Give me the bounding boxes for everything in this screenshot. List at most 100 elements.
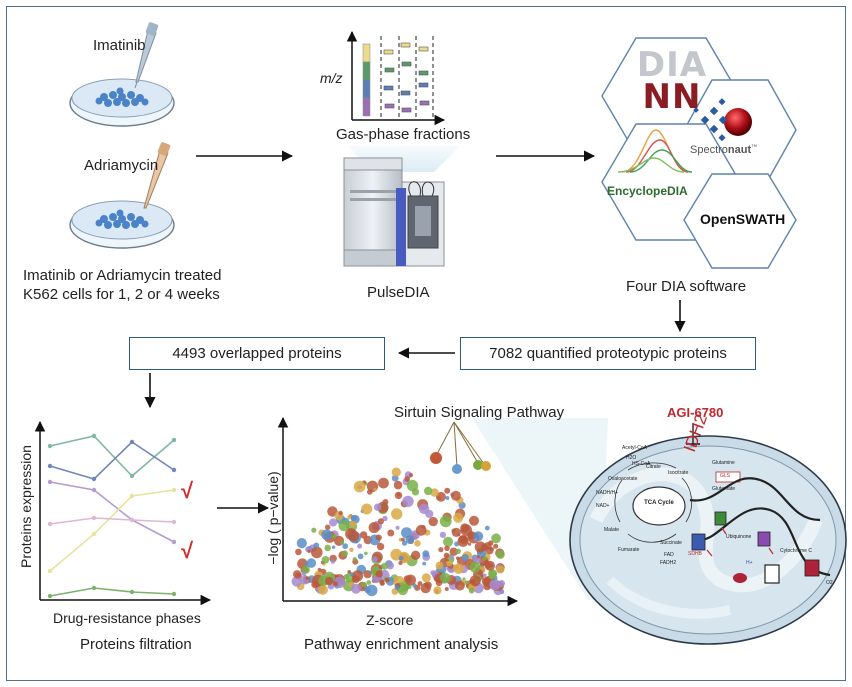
scatter-point bbox=[461, 554, 469, 562]
quantified-proteins-box: 7082 quantified proteotypic proteins bbox=[460, 337, 756, 370]
scatter-point bbox=[404, 476, 410, 482]
filtration-line-3 bbox=[49, 481, 175, 543]
filtration-caption: Proteins filtration bbox=[80, 636, 192, 653]
scatter-point bbox=[425, 509, 434, 518]
citrate-label: Citrate bbox=[646, 464, 661, 470]
scatter-point bbox=[405, 535, 415, 544]
scatter-point bbox=[453, 512, 464, 523]
scatter-point bbox=[496, 565, 505, 574]
filtration-point bbox=[91, 487, 97, 493]
enrichment-chart bbox=[277, 416, 519, 607]
filtration-point bbox=[91, 476, 97, 482]
filtration-line-2 bbox=[49, 440, 175, 480]
treatment-caption-line2: K562 cells for 1, 2 or 4 weeks bbox=[23, 286, 220, 303]
filtration-point bbox=[129, 473, 135, 479]
scatter-point bbox=[496, 550, 505, 559]
scatter-point bbox=[372, 575, 380, 584]
cytochrome-c-icon bbox=[733, 573, 747, 583]
scatter-point bbox=[343, 574, 350, 580]
filtration-chart bbox=[34, 420, 212, 606]
sirtuin-pathway-label: Sirtuin Signaling Pathway bbox=[394, 404, 565, 421]
drug1-label: Imatinib bbox=[93, 37, 146, 54]
isocitrate-label: Isocitrate bbox=[668, 470, 689, 476]
filtration-point bbox=[171, 539, 177, 545]
scatter-point bbox=[460, 524, 473, 536]
scatter-point bbox=[443, 552, 450, 559]
treatment-caption-line1: Imatinib or Adriamycin treated bbox=[23, 267, 222, 284]
scatter-point bbox=[435, 579, 443, 587]
scatter-point bbox=[352, 557, 357, 562]
scatter-point bbox=[361, 581, 367, 588]
filtration-point bbox=[47, 443, 53, 449]
scatter-point bbox=[436, 491, 446, 502]
scatter-point bbox=[375, 570, 383, 578]
filtration-point bbox=[171, 487, 177, 493]
pathway-callout-lines bbox=[435, 421, 485, 468]
complex-iv-icon bbox=[804, 559, 820, 577]
scatter-point bbox=[365, 584, 378, 597]
filtration-line-1 bbox=[49, 435, 175, 478]
glutamine-label: Glutamine bbox=[712, 460, 735, 466]
dia-nn-logo-top: DIA bbox=[636, 45, 708, 85]
scatter-point bbox=[350, 515, 357, 522]
cell-cluster bbox=[95, 87, 149, 107]
scatter-point bbox=[381, 562, 389, 570]
scatter-point bbox=[391, 508, 403, 520]
scatter-point bbox=[498, 580, 506, 587]
scatter-point bbox=[438, 547, 444, 553]
complex-ii-icon bbox=[691, 533, 706, 551]
scatter-point bbox=[443, 536, 453, 547]
filtration-point bbox=[91, 433, 97, 439]
scatter-point bbox=[401, 537, 405, 542]
filtration-point bbox=[171, 467, 177, 473]
scatter-point bbox=[472, 557, 478, 562]
scatter-point bbox=[464, 580, 469, 585]
scatter-point bbox=[321, 529, 333, 541]
scatter-point bbox=[351, 583, 361, 594]
filtration-point bbox=[129, 589, 135, 595]
software-hexagons bbox=[601, 37, 797, 269]
drug2-label: Adriamycin bbox=[84, 157, 159, 174]
enrichment-x-label: Z-score bbox=[366, 612, 414, 628]
scatter-point bbox=[338, 520, 350, 532]
enrichment-y-label: −log ( p−value) bbox=[265, 471, 281, 565]
scatter-point bbox=[373, 487, 377, 492]
scatter-point bbox=[428, 516, 438, 527]
scatter-point bbox=[402, 495, 414, 508]
scatter-point bbox=[306, 558, 317, 568]
petri-dish-imatinib bbox=[69, 78, 175, 127]
scatter-point bbox=[469, 561, 481, 573]
scatter-point bbox=[374, 503, 382, 511]
enrichment-caption: Pathway enrichment analysis bbox=[304, 636, 499, 653]
scatter-point bbox=[449, 555, 454, 560]
scatter-point bbox=[397, 493, 401, 497]
scatter-point bbox=[398, 555, 404, 561]
cytochrome-c-label: Cytochrome C bbox=[780, 548, 812, 554]
acetyl-coa-label: Acetyl-CoA bbox=[622, 445, 648, 451]
scatter-point bbox=[359, 531, 368, 539]
pipette-imatinib-icon bbox=[134, 22, 159, 89]
filtration-point bbox=[129, 517, 135, 523]
scatter-point bbox=[366, 580, 372, 585]
scatter-point bbox=[439, 572, 451, 584]
scatter-point bbox=[368, 570, 372, 574]
four-dia-software-label: Four DIA software bbox=[626, 278, 747, 295]
scatter-point bbox=[311, 527, 317, 533]
filtration-point bbox=[129, 493, 135, 499]
scatter-point bbox=[291, 576, 302, 587]
scatter-point bbox=[307, 549, 311, 554]
scatter-point bbox=[488, 540, 494, 546]
fumarate-label: Fumarate bbox=[618, 547, 640, 553]
fadh2-label: FADH2 bbox=[660, 560, 677, 566]
scatter-point bbox=[357, 553, 364, 560]
gas-phase-fractions-chart bbox=[346, 30, 446, 126]
filtration-line-5 bbox=[49, 517, 175, 525]
scatter-point bbox=[410, 550, 421, 560]
scatter-point bbox=[421, 573, 431, 583]
gls-box bbox=[715, 471, 741, 483]
petri-dish-adriamycin bbox=[69, 200, 175, 249]
scatter-point bbox=[489, 579, 501, 591]
scatter-point bbox=[446, 560, 453, 567]
encyclopedia-chromatogram-icon bbox=[617, 129, 693, 173]
scatter-point bbox=[331, 545, 336, 549]
